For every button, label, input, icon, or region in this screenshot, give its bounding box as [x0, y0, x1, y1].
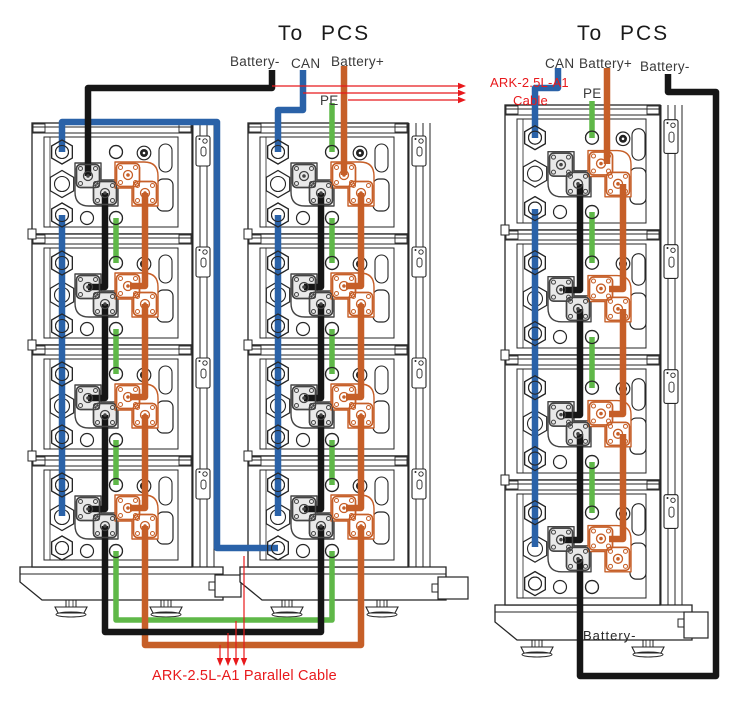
terminal-overlays: [50, 125, 631, 597]
cable-can-blue: [58, 68, 562, 552]
ark-cable-annotation-line1: ARK-2.5L-A1: [490, 75, 569, 90]
cable-battery-negative: [84, 70, 720, 680]
battery-minus-label-left: Battery-: [230, 54, 280, 69]
pe-label-right: PE: [583, 86, 602, 101]
to-pcs-title-left: To PCS: [278, 22, 371, 45]
battery-plus-label-left: Battery+: [331, 54, 385, 69]
cable-pe-green: [113, 101, 595, 623]
battery-module: [31, 122, 211, 235]
to-pcs-title-right: To PCS: [577, 22, 670, 45]
can-label-right: CAN: [545, 56, 575, 71]
battery-module: [247, 122, 427, 235]
ark-cable-annotation-line2: Cable: [513, 93, 548, 108]
cable-battery-positive: [130, 66, 627, 649]
pe-label-left: PE: [320, 93, 339, 108]
battery-minus-label-right: Battery-: [640, 59, 690, 74]
annotation-leaders: [216, 82, 466, 666]
battery-plus-label-right: Battery+: [579, 56, 633, 71]
battery-stack-1: [19, 122, 242, 618]
battery-minus-base-label: Battery-: [583, 628, 637, 643]
parallel-cable-annotation: ARK-2.5L-A1 Parallel Cable: [152, 668, 337, 684]
cables: [58, 66, 720, 680]
can-label-left: CAN: [291, 56, 321, 71]
